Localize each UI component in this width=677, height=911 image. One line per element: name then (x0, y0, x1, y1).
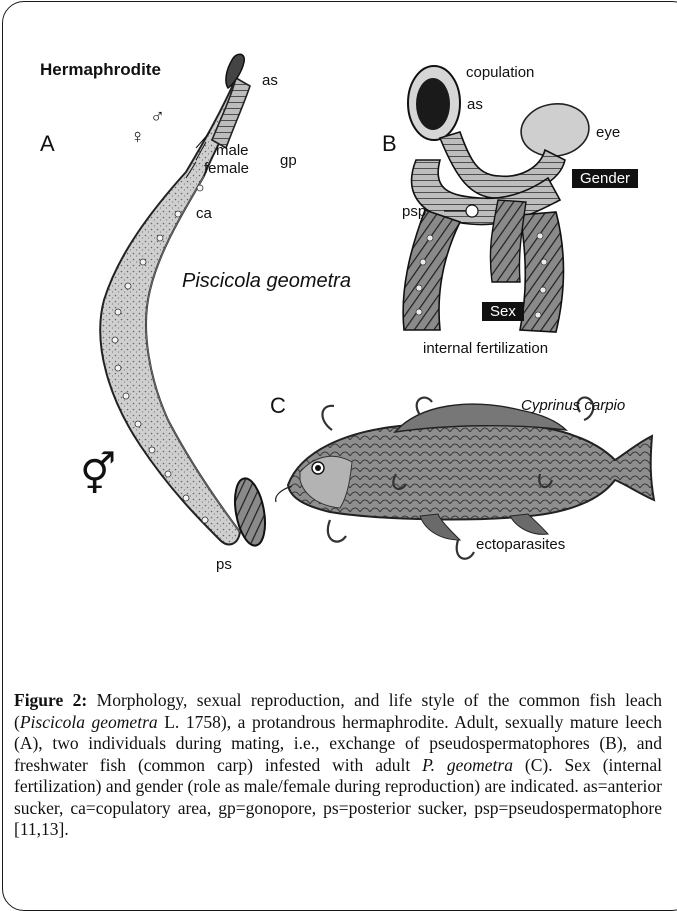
fish-panel-c-drawing (276, 397, 654, 558)
species-name: Piscicola geometra (182, 270, 351, 293)
panel-a-title: Hermaphrodite (40, 60, 161, 80)
figure-illustration: Hermaphrodite A as ♂ ♀ male female gp ca… (0, 0, 677, 620)
label-ectoparasites: ectoparasites (476, 536, 565, 553)
label-copulation: copulation (466, 64, 534, 81)
label-ca: ca (196, 205, 212, 222)
label-cyprinus-carpio: Cyprinus carpio (521, 397, 625, 414)
label-internal-fertilization: internal fertilization (423, 340, 548, 357)
leech-panel-a-drawing (100, 54, 269, 548)
figure-drawing (0, 0, 677, 620)
label-male: male (216, 142, 249, 159)
male-symbol: ♂ (150, 106, 165, 129)
leeches-panel-b-drawing (403, 66, 592, 332)
caption-label: Figure 2: (14, 690, 87, 710)
panel-c-letter: C (270, 393, 286, 419)
panel-b-letter: B (382, 131, 397, 157)
label-gp: gp (280, 152, 297, 169)
female-symbol: ♀ (130, 126, 145, 149)
label-eye: eye (596, 124, 620, 141)
gender-box: Gender (572, 169, 638, 188)
caption-italic-1: Piscicola geometra (20, 712, 158, 732)
figure-caption: Figure 2: Morphology, sexual reproductio… (14, 690, 662, 841)
label-psp: psp (402, 203, 426, 220)
hermaphrodite-symbol: ⚥ (80, 452, 116, 498)
label-as-panel-b: as (467, 96, 483, 113)
label-as-panel-a: as (262, 72, 278, 89)
sex-box: Sex (482, 302, 524, 321)
label-ps: ps (216, 556, 232, 573)
panel-a-letter: A (40, 131, 55, 157)
label-female: female (204, 160, 249, 177)
caption-italic-2: P. geometra (422, 755, 513, 775)
